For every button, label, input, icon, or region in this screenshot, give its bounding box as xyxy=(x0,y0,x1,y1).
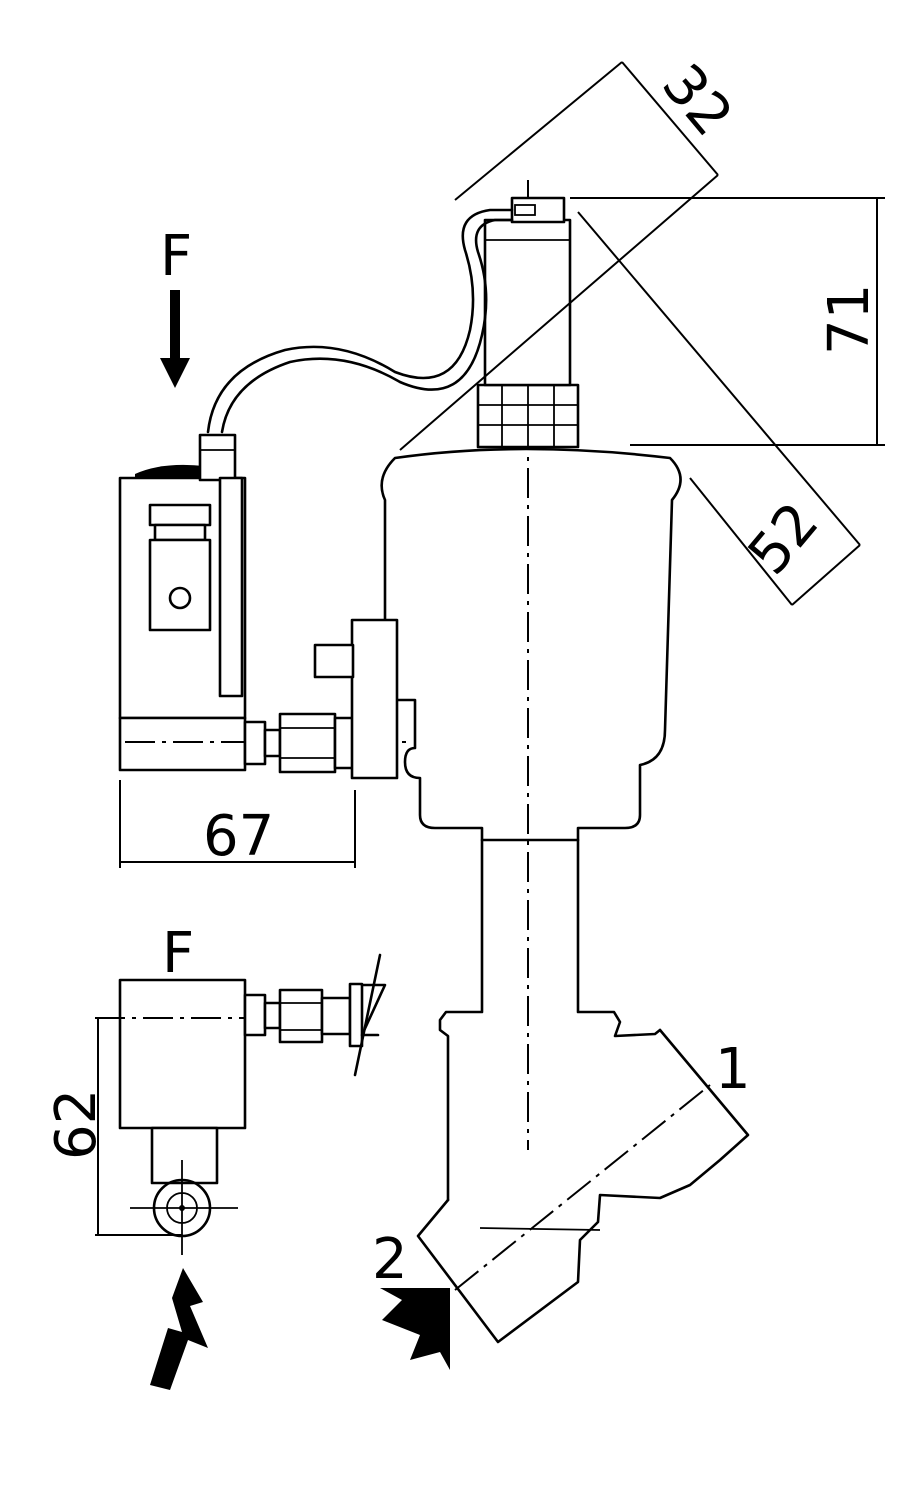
port-axis xyxy=(454,1084,711,1291)
seat-line xyxy=(479,1227,601,1231)
pilot-valve xyxy=(118,433,412,780)
inlet-arrow-icon xyxy=(380,1288,450,1370)
dim-32-label: 32 xyxy=(649,52,745,148)
cable xyxy=(206,208,514,434)
flow-arrow-icon xyxy=(160,290,190,388)
dim-71-label: 71 xyxy=(817,284,882,355)
actuator-housing xyxy=(380,447,682,842)
dim-62-label: 62 xyxy=(44,1089,109,1160)
top-solenoid xyxy=(476,196,580,449)
pilot-screw xyxy=(168,586,192,610)
flow-label-top: F xyxy=(160,224,192,289)
port-1-label: 1 xyxy=(715,1037,751,1102)
valve-neck xyxy=(438,838,484,1202)
dim-67-label: 67 xyxy=(203,804,274,869)
y-body-port xyxy=(416,1028,750,1344)
dimension-lines xyxy=(95,61,885,1236)
port-2-label: 2 xyxy=(372,1227,408,1292)
pilot-base xyxy=(118,716,247,772)
valve-neck-right xyxy=(576,838,662,1038)
solenoid-coil xyxy=(483,218,572,387)
electric-bolt-icon xyxy=(150,1268,208,1390)
side-view xyxy=(95,953,387,1255)
side-housing xyxy=(118,978,247,1130)
solenoid-cap xyxy=(510,196,566,224)
dim-52-label: 52 xyxy=(736,491,832,587)
flow-label-side: F xyxy=(162,921,194,986)
